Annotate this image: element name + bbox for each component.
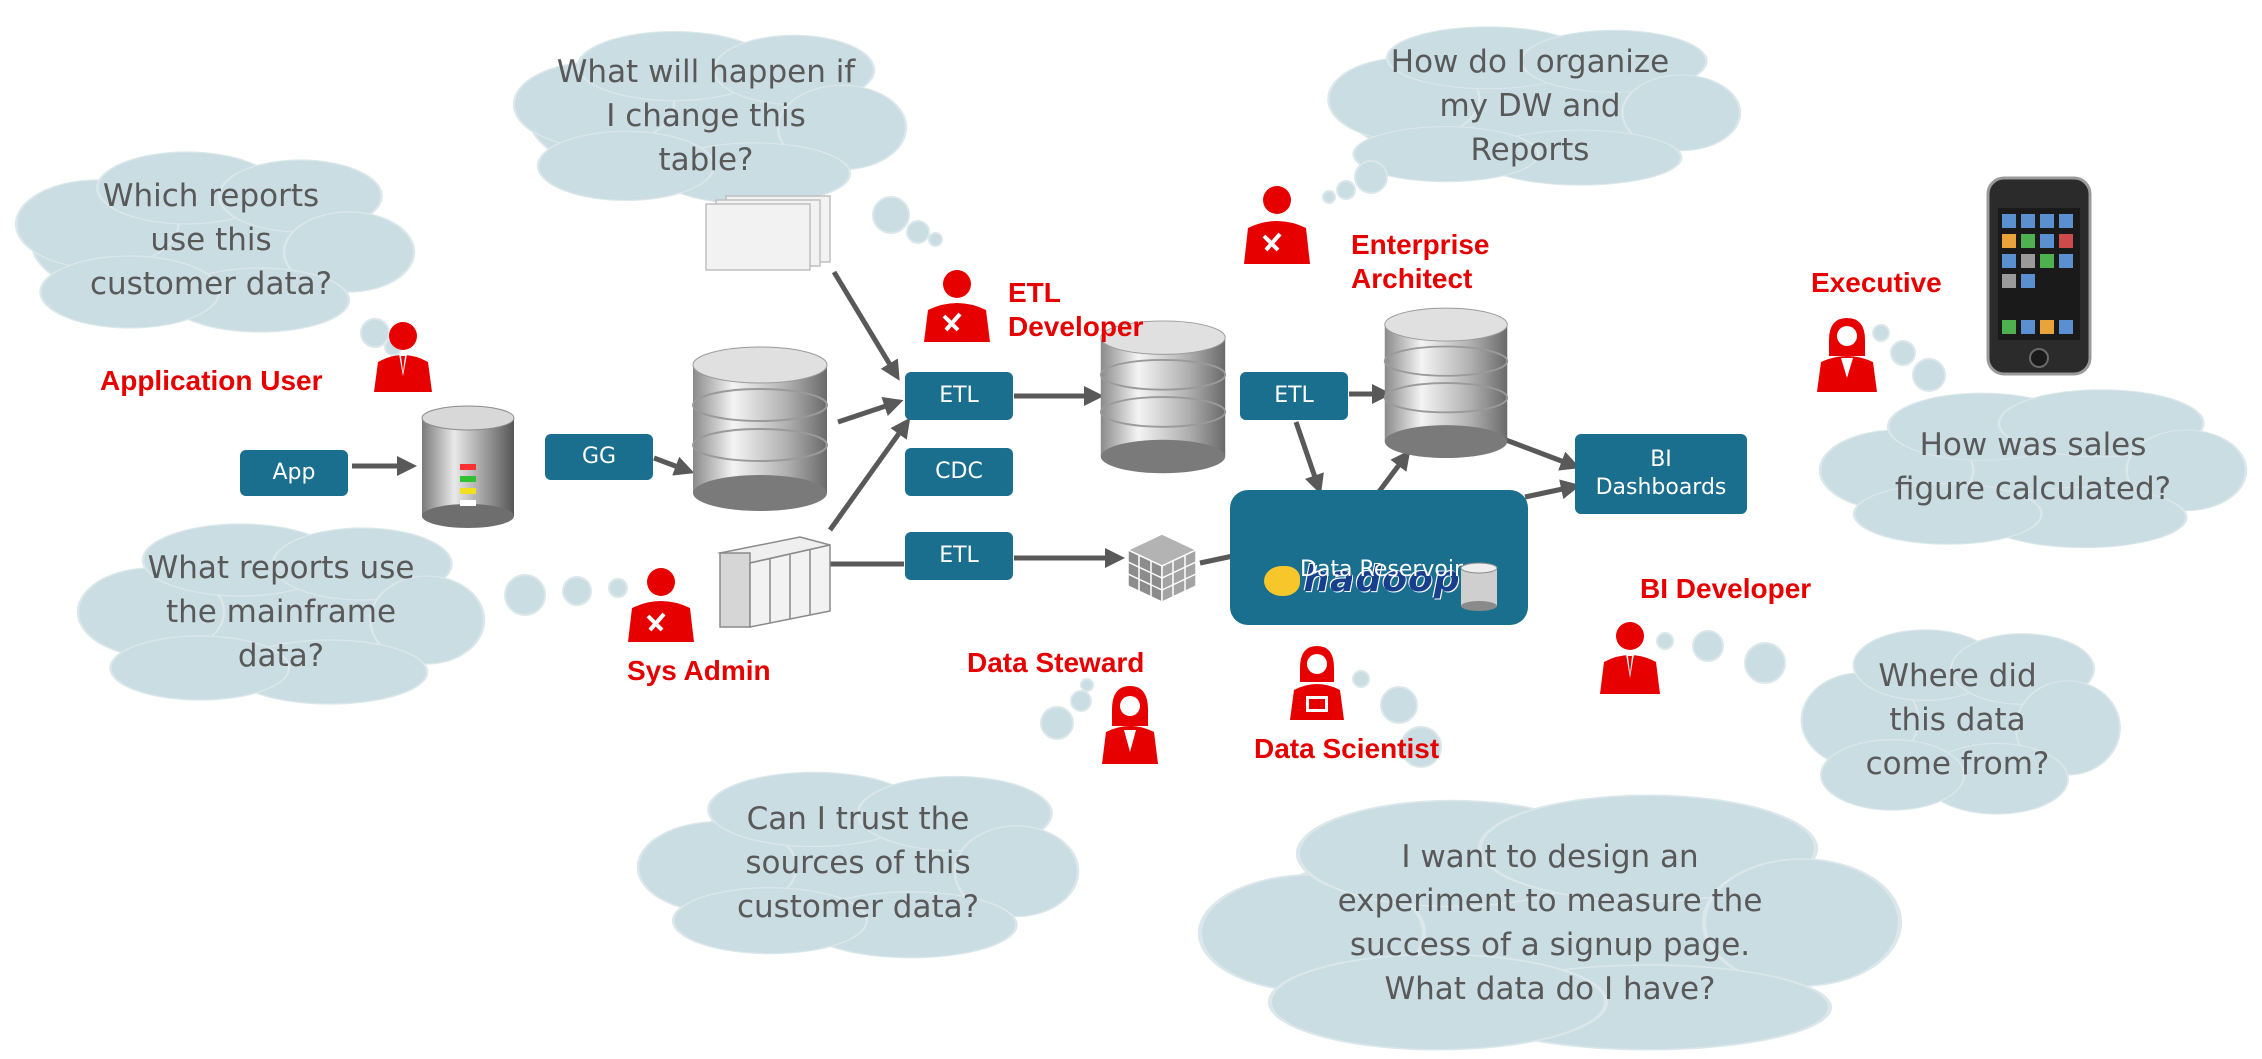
thought-bubble bbox=[1070, 690, 1092, 712]
cloud-text: How was sales figure calculated? bbox=[1894, 427, 2172, 507]
arrow-mainframe-to-etl bbox=[827, 417, 911, 532]
thought-bubble bbox=[872, 196, 910, 234]
arrow-hadoop-to-bi bbox=[1524, 479, 1581, 500]
arrow-gg-to-db bbox=[653, 455, 695, 476]
bi-dashboards-box: BI Dashboards bbox=[1575, 434, 1747, 514]
thought-bubble bbox=[1322, 190, 1336, 204]
arrow-db-to-etl bbox=[837, 396, 904, 425]
thought-bubble bbox=[1354, 160, 1388, 194]
role-label-sys-admin: Sys Admin bbox=[627, 655, 771, 686]
thought-bubble bbox=[1656, 632, 1674, 650]
thought-bubble bbox=[1080, 678, 1094, 692]
thought-bubble bbox=[928, 232, 943, 247]
arrow-etl2-to-hadoop bbox=[1293, 421, 1324, 495]
line-cube-to-hadoop bbox=[1199, 553, 1234, 566]
thought-bubble bbox=[1400, 726, 1442, 768]
cloud-text: I want to design an experiment to measur… bbox=[1337, 838, 1763, 1007]
person-icon-sys-admin bbox=[626, 566, 696, 642]
question-cloud-reports: Which reports use this customer data? bbox=[8, 140, 416, 340]
data-reservoir-box: hadoop Data Reservoir bbox=[1230, 490, 1528, 625]
thought-bubble bbox=[906, 220, 930, 244]
person-icon-executive bbox=[1815, 318, 1879, 392]
role-label-enterprise-architect: Enterprise Architect bbox=[1351, 229, 1490, 294]
staging-database-icon bbox=[1098, 318, 1228, 478]
etl-box-primary: ETL bbox=[905, 372, 1013, 420]
data-cube-icon bbox=[1124, 530, 1200, 606]
role-label-data-steward: Data Steward bbox=[967, 647, 1145, 678]
thought-bubble bbox=[1380, 686, 1418, 724]
cloud-text: What will happen if I change this table? bbox=[556, 54, 856, 178]
person-icon-data-steward bbox=[1100, 686, 1160, 764]
role-label-etl-developer: ETL Developer bbox=[1008, 277, 1144, 342]
hadoop-logo: hadoop bbox=[1256, 520, 1468, 600]
cloud-text: What reports use the mainframe data? bbox=[147, 550, 415, 674]
question-cloud-where: Where did this data come from? bbox=[1795, 622, 2121, 818]
question-cloud-table: What will happen if I change this table? bbox=[506, 20, 908, 212]
hadoop-logo-text: hadoop bbox=[1303, 559, 1461, 600]
question-cloud-organize: How do I organize my DW and Reports bbox=[1320, 20, 1742, 192]
data-warehouse-database-icon bbox=[1382, 305, 1510, 463]
cloud-text: Can I trust the sources of this customer… bbox=[736, 801, 980, 925]
mainframe-server-icon bbox=[717, 535, 831, 630]
thought-bubble bbox=[1912, 358, 1946, 392]
question-cloud-experiment: I want to design an experiment to measur… bbox=[1197, 790, 1903, 1055]
thought-bubble bbox=[504, 574, 546, 616]
thought-bubble bbox=[562, 576, 592, 606]
cdc-box: CDC bbox=[905, 448, 1013, 496]
thought-bubble bbox=[1336, 180, 1356, 200]
app-box: App bbox=[240, 450, 348, 496]
document-stack-icon bbox=[704, 195, 834, 271]
data-reservoir-label: Data Reservoir bbox=[1300, 557, 1464, 582]
etl-box-warehouse: ETL bbox=[1240, 372, 1348, 420]
thought-bubble bbox=[1872, 324, 1890, 342]
question-cloud-sales: How was sales figure calculated? bbox=[1818, 383, 2248, 551]
person-icon-enterprise-architect bbox=[1242, 184, 1312, 264]
cloud-text: Which reports use this customer data? bbox=[89, 178, 333, 302]
person-icon-data-scientist bbox=[1288, 646, 1346, 720]
role-label-data-scientist: Data Scientist bbox=[1254, 733, 1440, 764]
gg-box: GG bbox=[545, 434, 653, 480]
person-icon-application-user bbox=[372, 320, 434, 392]
hadoop-elephant-icon bbox=[1263, 566, 1300, 596]
arrow-doc-to-etl bbox=[831, 270, 900, 381]
thought-bubble bbox=[1744, 642, 1786, 684]
thought-bubble bbox=[1692, 630, 1724, 662]
person-icon-etl-developer bbox=[922, 268, 992, 342]
database-icon bbox=[1460, 534, 1498, 611]
cloud-text: Where did this data come from? bbox=[1865, 658, 2050, 782]
etl-box-mainframe: ETL bbox=[905, 532, 1013, 580]
arrow-dw-to-bi bbox=[1497, 434, 1581, 471]
question-cloud-trust: Can I trust the sources of this customer… bbox=[636, 760, 1080, 966]
role-label-bi-developer: BI Developer bbox=[1640, 573, 1812, 604]
thought-bubble bbox=[1890, 340, 1916, 366]
smartphone-icon bbox=[1986, 176, 2092, 376]
question-cloud-mainframe: What reports use the mainframe data? bbox=[76, 512, 486, 712]
thought-bubble bbox=[1352, 670, 1370, 688]
role-label-application-user: Application User bbox=[100, 365, 323, 396]
person-icon-bi-developer bbox=[1598, 620, 1662, 694]
thought-bubble bbox=[608, 578, 628, 598]
thought-bubble bbox=[1040, 706, 1074, 740]
source-database-icon bbox=[420, 404, 516, 530]
cloud-text: How do I organize my DW and Reports bbox=[1390, 44, 1670, 168]
role-label-executive: Executive bbox=[1811, 267, 1942, 298]
database-icon bbox=[690, 345, 830, 515]
